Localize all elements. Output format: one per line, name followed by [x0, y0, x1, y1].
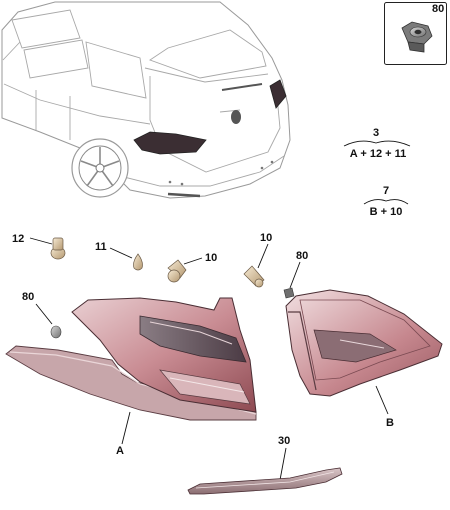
tail-lamp-a: A [5, 297, 257, 457]
bulb-10-left: 10 [167, 252, 217, 283]
formula-7-bottom: B + 10 [370, 206, 403, 218]
callout-10-right: 10 [260, 232, 272, 244]
bulb-10-right: 10 [243, 232, 272, 288]
callout-12: 12 [12, 233, 24, 245]
inset-label: 80 [432, 3, 444, 15]
trim-strip-30: 30 [187, 435, 343, 495]
bulb-11: 11 [95, 241, 143, 271]
callout-11: 11 [95, 241, 107, 253]
inset-nut-80: 80 [384, 2, 447, 65]
formula-3-top: 3 [373, 127, 379, 139]
callout-b: B [386, 417, 394, 429]
callout-30: 30 [278, 435, 290, 447]
callout-80-right: 80 [296, 250, 308, 262]
car-illustration [1, 1, 291, 199]
callout-a: A [116, 445, 124, 457]
fastener-80-right: 80 [283, 250, 308, 299]
formula-7: 7 B + 10 [363, 185, 409, 218]
bulb-12: 12 [12, 233, 66, 260]
formula-3-bottom: A + 12 + 11 [350, 148, 406, 160]
fastener-80-left: 80 [22, 291, 62, 339]
callout-10-left: 10 [205, 252, 217, 264]
callout-80-left: 80 [22, 291, 34, 303]
nut-icon [401, 21, 433, 53]
formula-3: 3 A + 12 + 11 [343, 127, 411, 160]
tail-lamp-b: B [285, 289, 443, 429]
formula-7-top: 7 [383, 185, 389, 197]
